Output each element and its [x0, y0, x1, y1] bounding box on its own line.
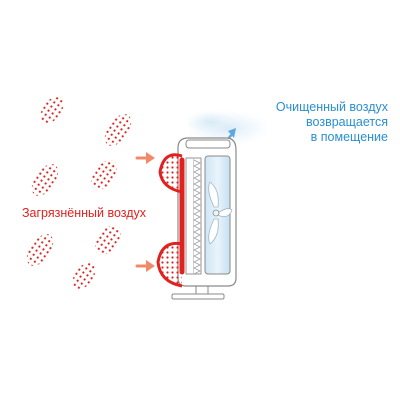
fan-icon — [208, 181, 233, 245]
inflow-arrow-icon — [135, 152, 155, 164]
clean-air-label-line: возвращается — [306, 115, 388, 129]
clean-air-label: Очищенный воздух возвращается в помещени… — [238, 100, 388, 145]
inflow-arrow-icon — [135, 260, 155, 272]
clean-air-label-line: Очищенный воздух — [275, 100, 388, 114]
filter-pleats — [193, 159, 201, 275]
particle-cluster — [40, 95, 64, 125]
polluted-air-particles — [26, 95, 132, 290]
clean-air-cloud — [184, 110, 270, 146]
pleat-zigzag — [193, 159, 201, 275]
purifier-device — [171, 137, 237, 300]
particle-cluster — [91, 159, 117, 191]
intake-upper — [158, 153, 183, 194]
particle-cluster — [72, 262, 96, 290]
filter-icon — [185, 157, 202, 275]
intake-lower — [156, 241, 183, 288]
particle-cluster — [31, 164, 59, 196]
clean-air-label-line: в помещение — [310, 130, 388, 144]
particle-cluster — [104, 114, 132, 146]
particle-cluster — [95, 224, 121, 256]
polluted-air-label: Загрязнённый воздух — [22, 206, 147, 220]
particle-cluster — [26, 234, 54, 266]
